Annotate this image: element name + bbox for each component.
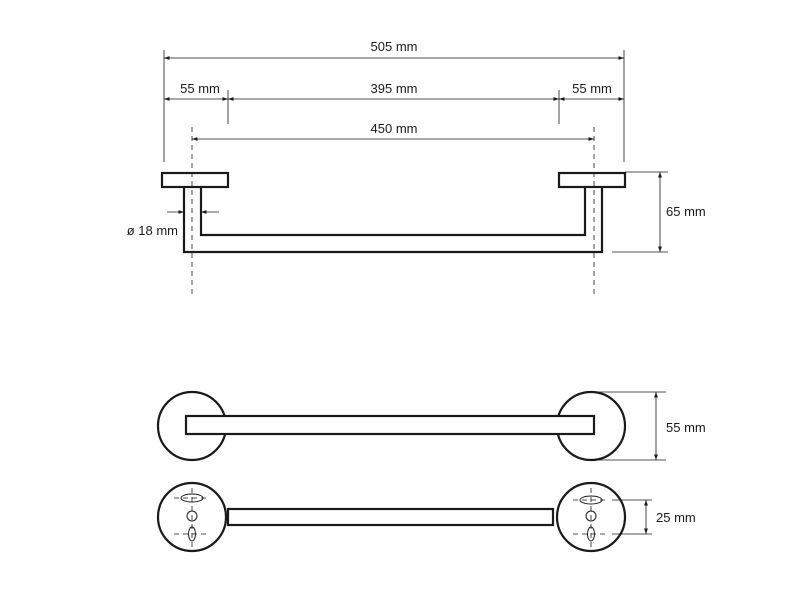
- left-slot-hole: [180, 493, 204, 503]
- towel-bar-back-view: [226, 507, 555, 527]
- center-distance-label: 450 mm: [371, 121, 418, 136]
- right-lower-slot: [587, 526, 595, 542]
- left-lower-slot: [188, 526, 196, 542]
- left-rose-back: [156, 481, 228, 553]
- overall-width-label: 505 mm: [371, 39, 418, 54]
- right-screw-hole: [585, 510, 597, 522]
- front-view: 505 mm 55 mm 395 mm 55 mm 450 mm ø 18 mm…: [127, 39, 706, 295]
- left-screw-hole: [186, 510, 198, 522]
- tube-diameter-label: ø 18 mm: [127, 223, 178, 238]
- right-slot-hole: [579, 495, 603, 505]
- projection-label: 65 mm: [666, 204, 706, 219]
- bar-length-label: 395 mm: [371, 81, 418, 96]
- left-wall-plate: [160, 171, 230, 189]
- back-view: 25 mm: [156, 481, 696, 553]
- right-mounting-holes: [573, 488, 609, 548]
- rose-diameter-label: 55 mm: [666, 420, 706, 435]
- left-offset-label: 55 mm: [180, 81, 220, 96]
- towel-bar-top-view: [184, 414, 596, 436]
- right-rose-back: [555, 481, 627, 553]
- top-view: 55 mm: [156, 390, 706, 462]
- right-wall-plate: [557, 171, 627, 189]
- towel-bar-inner-profile: [199, 187, 587, 237]
- spacing-label: 25 mm: [656, 510, 696, 525]
- towel-bar-outer-profile: [182, 187, 604, 254]
- left-mounting-holes: [174, 488, 210, 548]
- right-offset-label: 55 mm: [572, 81, 612, 96]
